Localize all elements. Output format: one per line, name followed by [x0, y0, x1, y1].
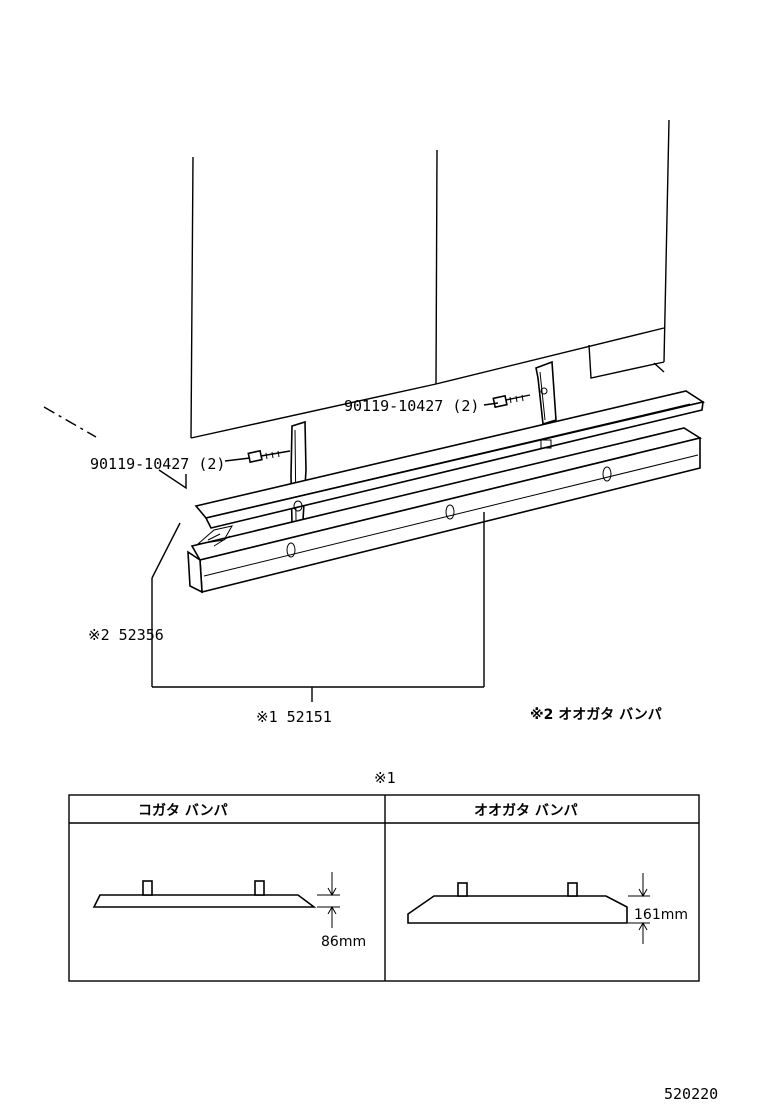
bumper-step-pad	[194, 390, 706, 529]
table-header-small-bumper: コガタ バンパ	[138, 803, 228, 819]
table-title: ※1	[374, 769, 396, 787]
dimension-large-bumper: 161mm	[634, 907, 688, 923]
note-part-2: ※2 オオガタ バンパ	[530, 707, 662, 723]
dimension-small-bumper: 86mm	[321, 934, 366, 950]
figure-code: 520220	[664, 1085, 718, 1103]
bolt-icon-left	[247, 449, 291, 464]
callout-bolt-left: 90119-10427 (2)	[90, 455, 225, 473]
bolt-icon-right	[492, 394, 531, 409]
bracket-right	[535, 360, 557, 426]
leader-lines	[151, 402, 499, 702]
vehicle-body-outline	[43, 119, 670, 490]
callout-bolt-right: 90119-10427 (2)	[344, 397, 479, 415]
rear-bumper-bar	[187, 427, 703, 594]
callout-part-1: ※1 52151	[256, 708, 332, 726]
table-header-large-bumper: オオガタ バンパ	[474, 803, 578, 819]
variant-table	[68, 794, 700, 982]
large-bumper-section	[407, 873, 650, 944]
small-bumper-section	[92, 872, 340, 928]
callout-part-2: ※2 52356	[88, 626, 164, 644]
